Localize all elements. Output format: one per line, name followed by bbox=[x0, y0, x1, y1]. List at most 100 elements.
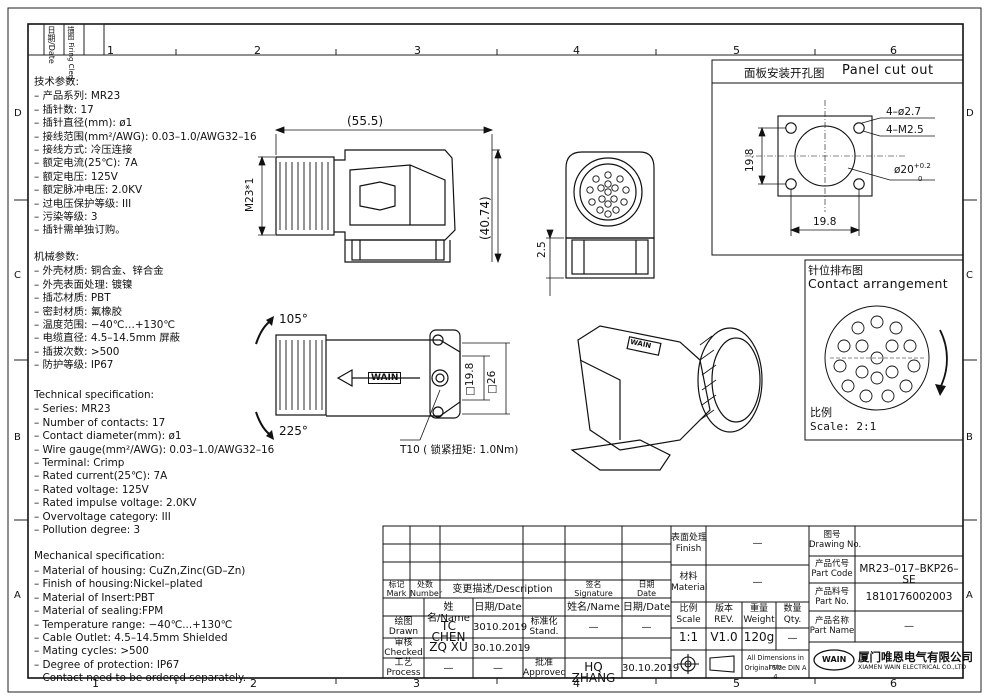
contact-title-en: Contact arrangement bbox=[808, 276, 948, 291]
spec-cn-tech-item: – 插针需单独订购。 bbox=[34, 224, 126, 237]
spec-en-mech-item: – Material of Insert:PBT bbox=[34, 591, 155, 604]
spec-en-tech-item: – Contact diameter(mm): ø1 bbox=[34, 430, 182, 443]
spec-cn-tech-item: – 过电压保护等级: III bbox=[34, 197, 132, 210]
spec-en-tech-item: – Rated impulse voltage: 2.0KV bbox=[34, 497, 197, 510]
brand-mark-top-view: WAIN bbox=[368, 372, 402, 384]
zone-col-6: 6 bbox=[890, 44, 897, 57]
qty-value: — bbox=[787, 633, 798, 644]
finish-label: 表面处理 Finish bbox=[671, 533, 708, 554]
company-name-en: XIAMEN WAIN ELECTRICAL CO.,LTD bbox=[858, 664, 967, 671]
spec-cn-mech-item: – 温度范围: −40℃…+130℃ bbox=[34, 318, 176, 331]
drawn-name: TC CHEN bbox=[431, 619, 466, 644]
zone-col-1: 1 bbox=[107, 44, 114, 57]
spec-en-tech-item: – Rated current(25℃): 7A bbox=[34, 470, 168, 483]
weight-value: 120g bbox=[743, 630, 775, 644]
projection-symbol bbox=[677, 654, 735, 674]
spec-en-mech-item: – Contact need to be ordered separately. bbox=[34, 672, 247, 685]
spec-en-mech-item: – Material of sealing:FPM bbox=[34, 605, 164, 618]
margin-clerk-label: 描图 Firing Clerk bbox=[67, 26, 75, 82]
spec-en-mech-title: Mechanical specification: bbox=[34, 550, 165, 563]
company-logo bbox=[813, 649, 855, 671]
zone-col-5: 5 bbox=[733, 44, 740, 57]
rev-value: V1.0 bbox=[710, 630, 738, 644]
part-name-label: 产品名称 Part Name bbox=[809, 616, 855, 636]
material-label: 材料 Material bbox=[671, 572, 708, 593]
drawn-date: 3010.2019 bbox=[473, 622, 528, 633]
spec-en-tech-item: – Terminal: Crimp bbox=[34, 457, 125, 470]
panel-cut-title-en: Panel cut out bbox=[842, 63, 934, 78]
approved-label: 批准 Approved bbox=[523, 658, 567, 678]
checked-label: 审核 Checked bbox=[384, 638, 423, 658]
rev-number-header: 处数 Number bbox=[410, 580, 443, 598]
panel-cut-thread: 4–M2.5 bbox=[886, 124, 924, 136]
front-view bbox=[565, 151, 655, 279]
rev-sig-header: 签名 Signature bbox=[574, 580, 613, 598]
weight-label: 重量 Weight bbox=[743, 604, 775, 625]
spec-en-tech-item: – Overvoltage category: III bbox=[34, 510, 171, 523]
zone-col-2: 2 bbox=[254, 44, 261, 57]
spec-en-tech-item: – Number of contacts: 17 bbox=[34, 416, 166, 429]
spec-en-mech-item: – Material of housing: CuZn,Zinc(GD–Zn) bbox=[34, 564, 246, 577]
spec-cn-tech-item: – 额定电流(25℃): 7A bbox=[34, 157, 138, 170]
spec-cn-tech-item: – 额定电压: 125V bbox=[34, 170, 118, 183]
zone-row-d: D bbox=[14, 108, 22, 119]
part-no-value: 1810176002003 bbox=[865, 591, 953, 603]
spec-cn-tech-item: – 插针直径(mm): ø1 bbox=[34, 117, 133, 130]
spec-cn-mech-item: – 密封材质: 氟橡胶 bbox=[34, 305, 123, 318]
dims-note-1: All Dimensions in mm bbox=[747, 654, 804, 671]
dim-front: 2.5 bbox=[536, 241, 548, 258]
spec-cn-tech-item: – 接线范围(mm²/AWG): 0.03–1.0/AWG32–16 bbox=[34, 130, 257, 143]
torque-note: T10 ( 锁紧扭矩: 1.0Nm) bbox=[400, 444, 519, 456]
isometric-view bbox=[570, 325, 763, 471]
panel-cut-dim-v: 19.8 bbox=[744, 148, 756, 172]
top-view bbox=[275, 329, 461, 419]
spec-cn-tech-item: – 产品系列: MR23 bbox=[34, 90, 121, 103]
dim-square-outer: □26 bbox=[486, 370, 498, 394]
stand-name: — bbox=[588, 622, 599, 633]
zone-col-5-bottom: 5 bbox=[733, 677, 740, 690]
approved-name: HQ ZHANG bbox=[571, 660, 616, 685]
spec-en-tech-item: – Wire gauge(mm²/AWG): 0.03–1.0/AWG32–16 bbox=[34, 443, 275, 456]
spec-cn-tech-item: – 接线方式: 冷压连接 bbox=[34, 144, 133, 157]
dim-length: (55.5) bbox=[347, 114, 384, 128]
spec-cn-mech-item: – 插芯材质: PBT bbox=[34, 292, 111, 305]
scale-value: 1:1 bbox=[678, 630, 699, 644]
zone-row-c: C bbox=[14, 270, 21, 281]
rev-date-header: 日期 Date bbox=[636, 580, 657, 598]
zone-col-3-bottom: 3 bbox=[413, 677, 420, 690]
date-header-2: 日期/Date bbox=[622, 602, 671, 613]
spec-en-mech-item: – Mating cycles: >500 bbox=[34, 645, 149, 658]
zone-col-4: 4 bbox=[573, 44, 580, 57]
drawn-label: 绘图 Drawn bbox=[388, 617, 419, 637]
spec-cn-mech-item: – 防护等级: IP67 bbox=[34, 359, 114, 372]
zone-row-a: A bbox=[14, 590, 21, 601]
title-block-grid bbox=[382, 525, 964, 679]
spec-en-tech-item: – Pollution degree: 3 bbox=[34, 524, 141, 537]
spec-cn-tech-title: 技术参数: bbox=[34, 76, 80, 88]
zone-col-2-bottom: 2 bbox=[250, 677, 257, 690]
part-code-label: 产品代号 Part Code bbox=[811, 559, 853, 579]
spec-cn-mech-title: 机械参数: bbox=[34, 250, 80, 263]
panel-cut-title-cn: 面板安装开孔图 bbox=[744, 66, 825, 80]
dim-thread: M23*1 bbox=[244, 177, 256, 212]
part-code-value: MR23–017–BKP26–SE bbox=[859, 563, 959, 586]
material-value: — bbox=[752, 577, 763, 588]
panel-cut-center: ø20+0.2 bbox=[894, 162, 931, 176]
angle-top: 105° bbox=[279, 312, 308, 326]
spec-en-mech-item: – Degree of protection: IP67 bbox=[34, 658, 180, 671]
spec-cn-mech-item: – 插拔次数: >500 bbox=[34, 345, 120, 358]
spec-cn-tech-item: – 插针数: 17 bbox=[34, 103, 94, 116]
part-no-label: 产品料号 Part No. bbox=[814, 587, 849, 607]
company-name-cn: 厦门唯恩电气有限公司 bbox=[858, 650, 973, 664]
finish-value: — bbox=[752, 538, 763, 549]
spec-en-tech-title: Technical specification: bbox=[34, 389, 155, 401]
zone-row-d-right: D bbox=[966, 108, 974, 119]
zone-col-1-bottom: 1 bbox=[92, 677, 99, 690]
dim-square: □19.8 bbox=[464, 362, 476, 396]
zone-row-b: B bbox=[14, 432, 21, 443]
contact-scale-en: Scale: 2:1 bbox=[810, 420, 877, 433]
contact-title-cn: 针位排布图 bbox=[808, 264, 863, 277]
panel-cut-tol-lower: 0 bbox=[918, 175, 923, 183]
